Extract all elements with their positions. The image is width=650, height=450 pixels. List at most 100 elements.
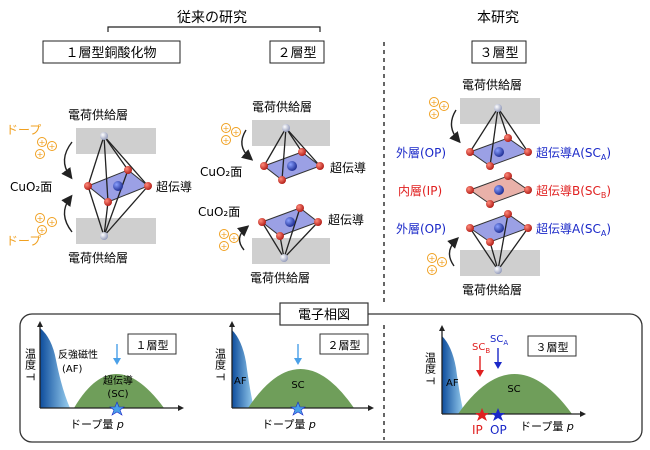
charge-layer-label: 電荷供給層 (250, 271, 310, 285)
oxygen-atom (524, 148, 532, 156)
panel-title-box-double (269, 40, 325, 64)
af-region (232, 330, 254, 408)
dope-arrow (241, 129, 254, 161)
temperature-axis-label: 温度 T (424, 352, 437, 385)
sc-label: (SC) (107, 389, 128, 400)
af-label: AF (446, 378, 459, 389)
sc-a-label: 超伝導A(SCA) (536, 221, 611, 238)
plus-sign: + (439, 258, 446, 267)
cuo2-plane-label: CuO₂面 (10, 180, 52, 194)
oxygen-atom (486, 200, 494, 208)
oxygen-atom (298, 148, 306, 156)
phase-diagram-single: 温度 T 反強磁性 (AF) 超伝導 (SC) １層型 ドープ量 p (24, 321, 184, 431)
plus-sign: + (429, 266, 436, 275)
panel-title-triple: ３層型 (479, 46, 518, 61)
plus-sign: + (221, 230, 228, 239)
plus-sign: + (223, 136, 230, 145)
panel-title-box-single (42, 40, 181, 64)
panel-title-double: ２層型 (277, 46, 316, 61)
triple-layer-structure (460, 98, 540, 276)
ip-label: IP (472, 423, 483, 437)
charge-layer-label: 電荷供給層 (68, 108, 128, 122)
op-label: OP (490, 423, 507, 437)
oxygen-atom (466, 224, 474, 232)
plus-sign: + (431, 110, 438, 119)
oxygen-atom (466, 186, 474, 194)
plus-sign: + (39, 138, 46, 147)
oxygen-atom (524, 186, 532, 194)
op-star (491, 408, 505, 421)
oxygen-atom (296, 204, 304, 212)
cuo2-plane-label: CuO₂面 (200, 165, 242, 179)
scb-label: SCB (472, 342, 490, 355)
copper-atom (494, 223, 504, 233)
oxygen-atom (486, 162, 494, 170)
copper-atom (287, 161, 297, 171)
af-region (40, 328, 70, 408)
plus-sign: + (49, 218, 56, 227)
apical-atom (494, 266, 502, 274)
superconductor-label: 超伝導 (156, 179, 192, 194)
apical-atom (100, 232, 108, 240)
type-label: ２層型 (328, 338, 361, 352)
phase-title: 電子相図 (298, 308, 350, 323)
optimal-star (109, 401, 125, 416)
oxygen-atom (124, 166, 132, 174)
type-box (127, 333, 177, 355)
dope-arrow (447, 237, 459, 267)
dope-label: ドープ (6, 123, 41, 137)
type-box (527, 335, 577, 357)
temperature-axis-label: 温度 T (214, 348, 227, 381)
oxygen-atom (504, 210, 512, 218)
oxygen-atom (278, 176, 286, 184)
apical-atom (100, 132, 108, 140)
double-layer-structure (252, 120, 330, 264)
dope-plus-group (35, 137, 57, 235)
plus-sign: + (429, 254, 436, 263)
single-layer-structure (76, 128, 156, 244)
copper-atom (494, 147, 504, 157)
phase-diagram-double: 温度 T AF SC ２層型 ドープ量 p (214, 321, 374, 431)
dope-plus-group (219, 123, 241, 251)
plus-sign: + (37, 150, 44, 159)
type-label: １層型 (136, 338, 169, 352)
oxygen-atom (276, 232, 284, 240)
af-region (442, 336, 464, 414)
charge-layer-label: 電荷供給層 (462, 78, 522, 92)
oxygen-atom (504, 134, 512, 142)
sc-dome (248, 369, 354, 408)
charge-layer-label: 電荷供給層 (252, 100, 312, 114)
oxygen-atom (260, 162, 268, 170)
dope-axis-label: ドープ量 p (520, 420, 574, 433)
oxygen-atom (258, 218, 266, 226)
copper-atom (113, 181, 123, 191)
charge-layer-label: 電荷供給層 (68, 251, 128, 265)
panel-title-single: １層型銅酸化物 (65, 46, 156, 61)
oxygen-atom (84, 182, 92, 190)
plus-sign: + (223, 124, 230, 133)
dope-arrow (449, 109, 461, 144)
sc-b-label: 超伝導B(SCB) (536, 183, 611, 200)
oxygen-atom (314, 218, 322, 226)
header-conventional: 従来の研究 (177, 10, 247, 26)
dope-arrow (237, 225, 250, 251)
plus-sign: + (441, 102, 448, 111)
optimal-star (290, 401, 306, 416)
phase-diagram-triple: 温度 T AF SC ３層型 SCB SCA IP OP ドープ量 p (424, 325, 586, 437)
dope-label: ドープ (6, 234, 41, 248)
apical-atom (282, 124, 290, 132)
copper-atom (285, 217, 295, 227)
sc-label: SC (507, 384, 520, 395)
oxygen-atom (104, 198, 112, 206)
af-label: AF (234, 376, 247, 387)
superconductor-label: 超伝導 (330, 160, 366, 175)
plus-sign: + (233, 128, 240, 137)
plus-sign: + (221, 242, 228, 251)
oxygen-atom (316, 162, 324, 170)
sc-label: SC (291, 380, 304, 391)
oxygen-atom (486, 238, 494, 246)
panel-title-box-triple (471, 40, 527, 64)
plus-sign: + (49, 142, 56, 151)
header-bracket (107, 26, 321, 32)
